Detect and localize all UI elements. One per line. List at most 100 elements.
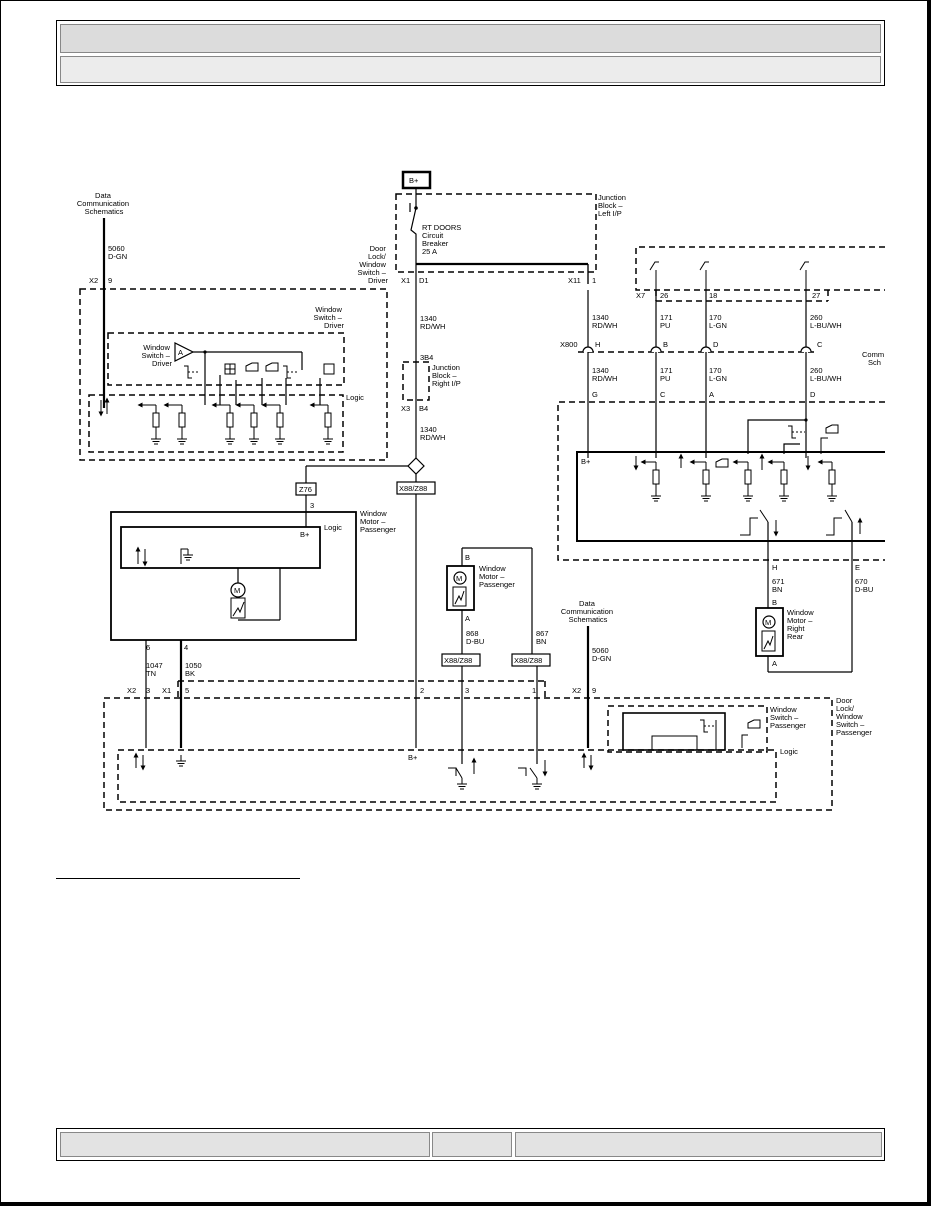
window-icon (245, 362, 259, 372)
window-icon (265, 362, 279, 372)
wire-1050: 1050 BK (185, 661, 204, 678)
comm-partial-label: Comm Sch (862, 350, 886, 367)
motor-icon (230, 582, 246, 598)
junction-block-left-ip (395, 193, 597, 273)
pin-3b4-label: 3B4 (420, 353, 433, 362)
pin-6-label: 6 (146, 643, 150, 652)
switch-icon (448, 757, 477, 790)
bplus-d-label: B+ (581, 457, 591, 466)
data-comm-mid-label: Data Communication Schematics (561, 599, 615, 624)
door-lock-switch-passenger-label: Door Lock/ Window Switch – Passenger (836, 696, 872, 737)
motor-icon (453, 571, 467, 585)
logic-box-driver (88, 394, 344, 453)
amp-label: Window Switch – Driver (142, 343, 173, 368)
pin-26-label: 26 (660, 291, 668, 300)
pin-a-label: A (465, 614, 470, 623)
m-a-label: M (234, 586, 240, 595)
driver-input-channels (137, 395, 333, 444)
arrow-updown-icon (135, 546, 148, 567)
amp-a-label: A (178, 348, 183, 357)
header-bar-bottom (60, 56, 881, 83)
window-switch-passenger-label: Window Switch – Passenger (770, 705, 806, 730)
window-switch-passenger-box (607, 705, 768, 753)
footer-cell-middle (432, 1132, 512, 1157)
m-c-label: M (765, 618, 771, 627)
switch-icon (740, 509, 779, 537)
wire-868: 868 D-BU (466, 629, 484, 646)
window-motor-passenger-mid (446, 565, 475, 611)
logic-box-passenger (117, 749, 777, 803)
arrow-updown-icon (98, 397, 110, 417)
x800-label: X800 (560, 340, 578, 349)
wire-260-a: 260 L-BU/WH (810, 313, 842, 330)
b4-label: B4 (419, 404, 428, 413)
wire-671: 671 BN (772, 577, 787, 594)
pin-1-label: 1 (592, 276, 596, 285)
right-module-dashed (557, 401, 885, 561)
pin-b-label: B (465, 553, 470, 562)
wire-5060-a: 5060 D-GN (108, 244, 127, 261)
window-motor-passenger-label: Window Motor – Passenger (360, 509, 396, 534)
x88-connector-a (441, 653, 481, 667)
d1-label: D1 (419, 276, 429, 285)
door-lock-switch-driver-label: Door Lock/ Window Switch – Driver (358, 244, 389, 285)
wire-867: 867 BN (536, 629, 551, 646)
door-lock-switch-driver-box (79, 288, 388, 461)
wire-1340-d: 1340 RD/WH (592, 366, 617, 383)
bplus-b-label: B+ (300, 530, 310, 539)
pin-2-label: 2 (420, 686, 424, 695)
m-b-label: M (456, 574, 462, 583)
header-frame (56, 20, 885, 86)
x7-label: X7 (636, 291, 645, 300)
logic-box-motor (120, 526, 321, 569)
right-top-module (635, 246, 885, 291)
motor-icon (762, 615, 776, 629)
pin-b4-label: B (772, 598, 777, 607)
window-motor-passenger-mid-label: Window Motor – Passenger (479, 564, 515, 589)
pin-5-label: 5 (185, 686, 189, 695)
x1b-label: X1 (162, 686, 171, 695)
x88-connector-b (511, 653, 551, 667)
wire-5060-b: 5060 D-GN (592, 646, 611, 663)
z76-label: Z76 (299, 485, 312, 494)
window-motor-passenger-box (110, 511, 357, 641)
pin-3b-label: 3 (146, 686, 150, 695)
switch-icon-row (184, 362, 335, 379)
x88-top-label: X88/Z88 (399, 484, 427, 493)
wire-1340-a: 1340 RD/WH (420, 314, 445, 331)
pin-3z-label: 3 (310, 501, 314, 510)
logic-b-label: Logic (324, 523, 342, 532)
pin-d3-label: D (810, 390, 816, 399)
logic-a-label: Logic (346, 393, 364, 402)
pin-27-label: 27 (812, 291, 820, 300)
pin-d2-label: D (713, 340, 719, 349)
wire-171-b: 171 PU (660, 366, 675, 383)
pin-9a-label: 9 (108, 276, 112, 285)
x2a-label: X2 (89, 276, 98, 285)
arrow-updown-icon (581, 752, 594, 771)
x1-label: X1 (401, 276, 410, 285)
x88-a-label: X88/Z88 (444, 656, 472, 665)
right-input-channels (633, 453, 837, 501)
window-switch-driver-inner (107, 332, 345, 386)
pin-4-label: 4 (184, 643, 188, 652)
jb-right-label: Junction Block – Right I/P (432, 363, 462, 388)
pin-18-label: 18 (709, 291, 717, 300)
motor-sensor-icon (230, 597, 246, 619)
switch-icon-row-right (649, 261, 809, 290)
bplus-c-label: B+ (408, 753, 418, 762)
wire-1340-b: 1340 RD/WH (420, 425, 445, 442)
pin-1c-label: 1 (532, 686, 536, 695)
amplifier-icon (174, 342, 195, 362)
pin-c3-label: C (660, 390, 666, 399)
wire-170-b: 170 L-GN (709, 366, 727, 383)
window-motor-right-rear-label: Window Motor – Right Rear (787, 608, 816, 641)
x3-label: X3 (401, 404, 410, 413)
pin-3c-label: 3 (465, 686, 469, 695)
window-icon (323, 363, 335, 375)
pin-b2-label: B (663, 340, 668, 349)
window-motor-right-rear (755, 607, 784, 657)
pin-g-label: G (592, 390, 598, 399)
